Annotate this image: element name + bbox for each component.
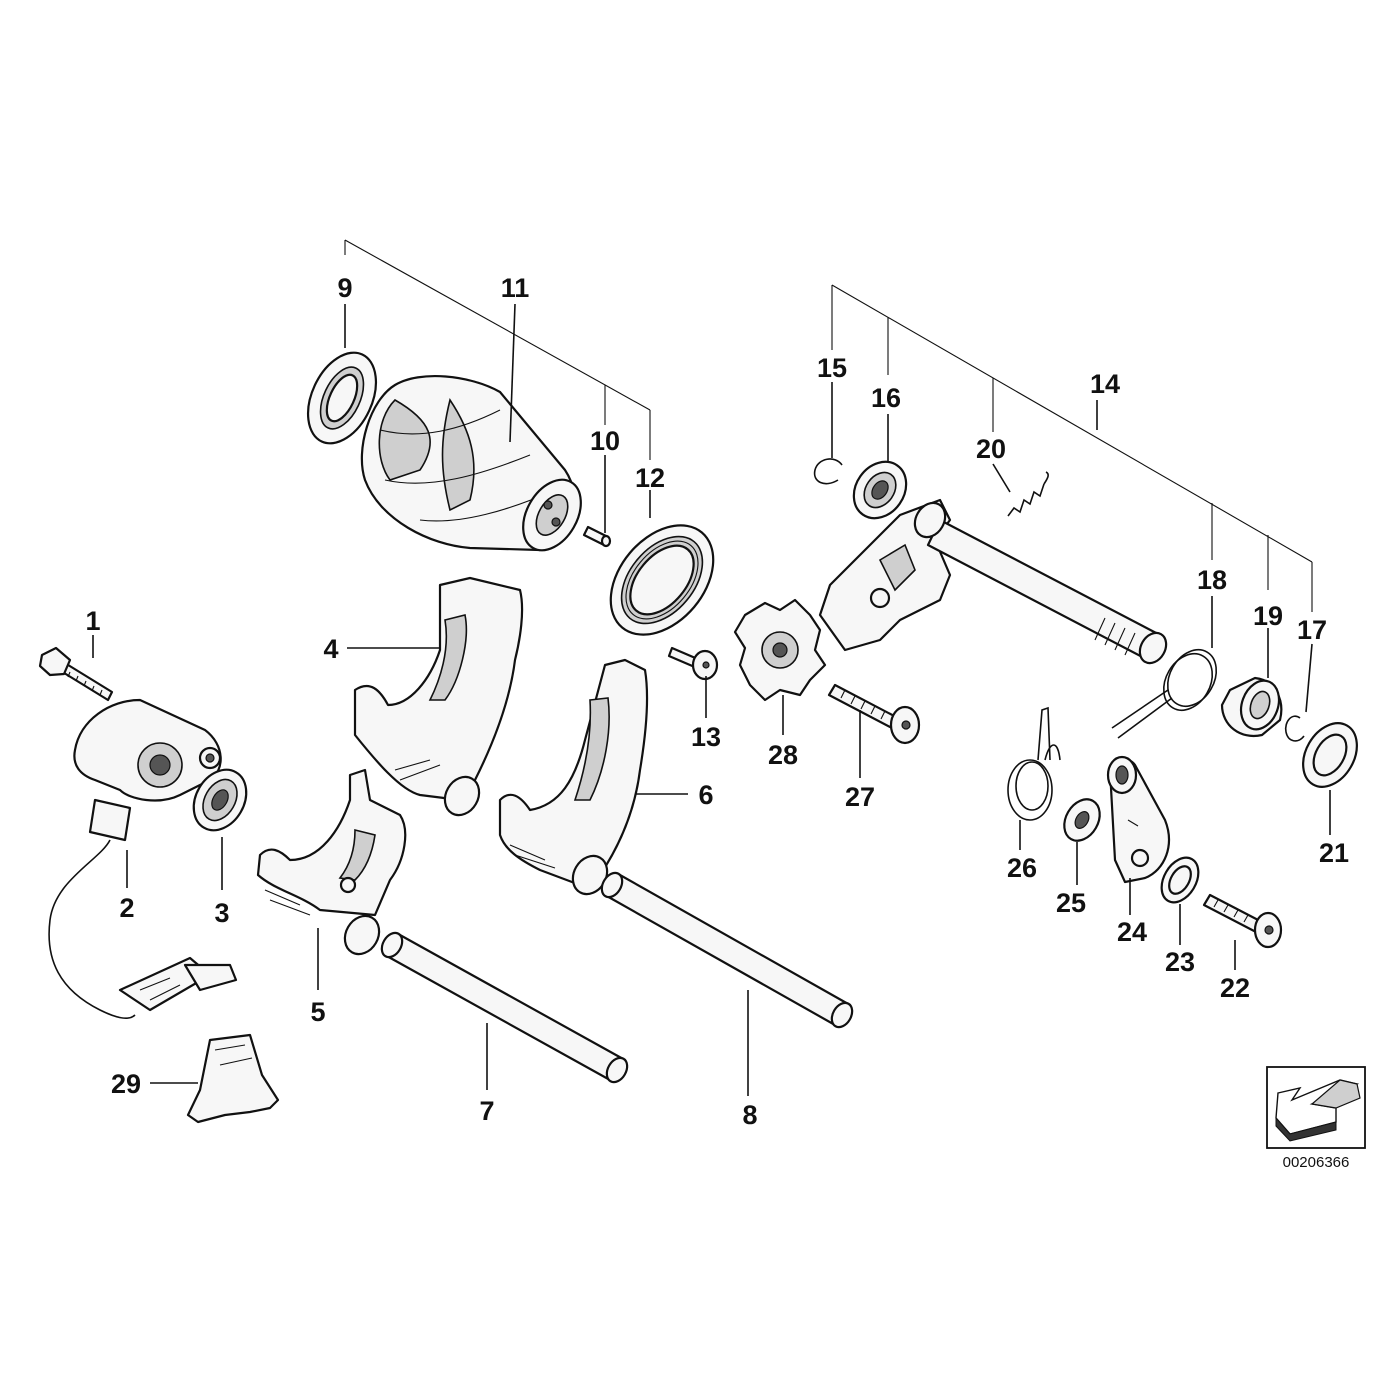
part-10-pin — [582, 525, 612, 548]
part-23-washer — [1160, 856, 1200, 904]
part-16-bushing — [852, 460, 908, 520]
callout-14: 14 — [1090, 369, 1120, 399]
part-12-ball-bearing — [609, 524, 715, 636]
callout-5: 5 — [310, 997, 325, 1027]
callout-8: 8 — [742, 1100, 757, 1130]
callout-29: 29 — [111, 1069, 141, 1099]
callout-13: 13 — [691, 722, 721, 752]
callout-10: 10 — [590, 426, 620, 456]
callout-18: 18 — [1197, 565, 1227, 595]
direction-arrow-icon — [1266, 1066, 1366, 1149]
part-8-shift-rod — [600, 871, 854, 1029]
callout-17: 17 — [1297, 615, 1327, 645]
part-19-bushing — [1220, 676, 1283, 738]
part-29-cable-clip — [186, 1033, 280, 1124]
part-11-shift-drum — [360, 375, 582, 552]
callout-26: 26 — [1007, 853, 1037, 883]
part-18-torsion-spring — [1111, 648, 1218, 739]
part-2-gear-sensor — [48, 698, 238, 1020]
callout-16: 16 — [871, 383, 901, 413]
callout-12: 12 — [635, 463, 665, 493]
group-bracket-9-12 — [344, 239, 651, 460]
callout-27: 27 — [845, 782, 875, 812]
leader-lines — [92, 303, 1331, 1096]
part-13-screw — [667, 646, 719, 681]
part-28-shift-star — [733, 598, 827, 702]
callout-labels: 1 2 3 4 5 6 7 8 9 10 11 12 13 14 15 16 1… — [85, 273, 1349, 1130]
part-3-small-bearing — [192, 768, 248, 832]
part-24-detent-lever — [1106, 755, 1170, 884]
callout-11: 11 — [501, 273, 530, 303]
callout-22: 22 — [1220, 973, 1250, 1003]
callout-28: 28 — [768, 740, 798, 770]
callout-3: 3 — [214, 898, 229, 928]
callout-6: 6 — [698, 780, 713, 810]
callout-15: 15 — [817, 353, 847, 383]
part-4-shift-fork — [353, 576, 524, 817]
callout-25: 25 — [1056, 888, 1086, 918]
callout-2: 2 — [119, 893, 134, 923]
part-27-bolt — [827, 683, 921, 745]
part-5-shift-fork — [256, 768, 407, 956]
part-6-shift-fork — [498, 658, 649, 896]
callout-7: 7 — [479, 1096, 494, 1126]
group-bracket-14 — [831, 284, 1313, 612]
part-1-bolt — [38, 646, 114, 702]
callout-23: 23 — [1165, 947, 1195, 977]
part-21-washer — [1302, 722, 1358, 788]
part-15-circlip — [813, 458, 843, 485]
callout-9: 9 — [337, 273, 352, 303]
reference-number: 00206366 — [1283, 1154, 1350, 1171]
part-7-shift-rod — [380, 931, 629, 1084]
part-22-bolt — [1202, 893, 1283, 949]
callout-4: 4 — [323, 634, 338, 664]
callout-19: 19 — [1253, 601, 1283, 631]
part-14-shift-shaft — [818, 498, 1168, 665]
part-26-return-spring — [1007, 706, 1061, 821]
part-20-small-spring — [1007, 471, 1049, 517]
part-25-washer — [1063, 798, 1101, 842]
callout-1: 1 — [85, 606, 100, 636]
callout-24: 24 — [1117, 917, 1147, 947]
part-9-seal-ring — [306, 351, 378, 445]
callout-20: 20 — [976, 434, 1006, 464]
part-17-circlip — [1284, 715, 1305, 742]
callout-21: 21 — [1319, 838, 1349, 868]
